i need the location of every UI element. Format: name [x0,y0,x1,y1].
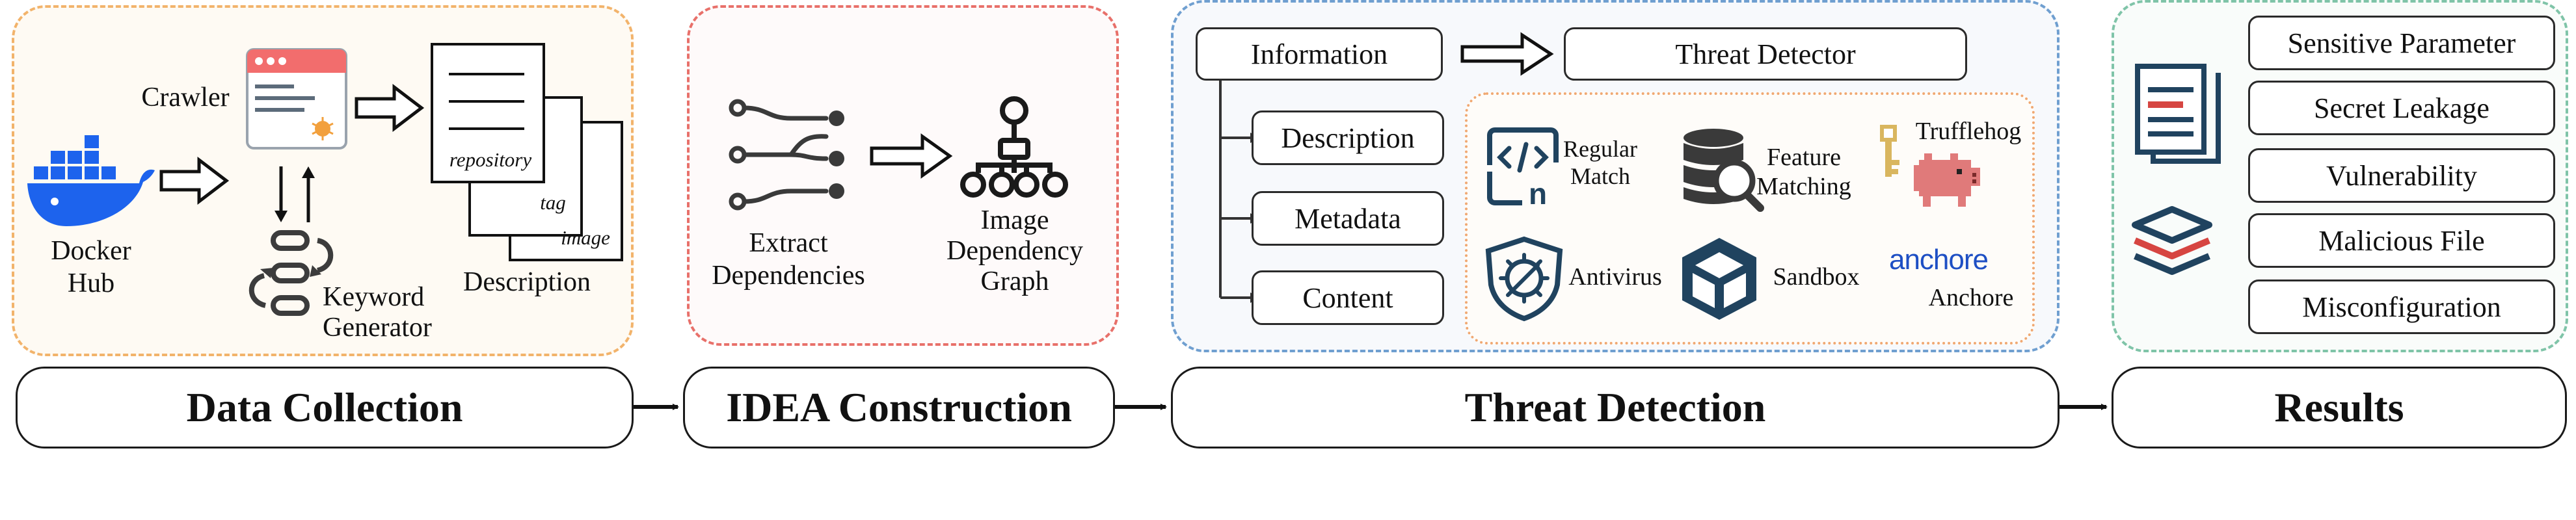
crawler-browser-icon [246,48,347,150]
feature-matching-label: Feature Matching [1756,144,1851,200]
antivirus-label: Antivirus [1568,263,1662,291]
regex-code-icon: n [1487,127,1559,211]
stage-threat-detection[interactable]: Threat Detection [1171,367,2059,448]
trufflehog-pig-icon [1880,125,1980,207]
image-dependency-graph-label: Image Dependency Graph [946,205,1083,297]
anchore-label: Anchore [1928,284,2014,311]
antivirus-shield-icon [1485,236,1563,322]
doc-label-image: image [561,226,610,249]
anchore-logo: anchore [1888,244,1989,276]
crawler-keyword-arrows [275,166,315,222]
regular-match-label: Regular Match [1563,136,1637,190]
doc-label-repository: repository [449,148,532,171]
hollow-arrow-icon [1460,32,1554,76]
result-item-secret-leakage[interactable]: Secret Leakage [2248,81,2555,135]
stage-data-collection[interactable]: Data Collection [16,367,634,448]
info-item-metadata[interactable]: Metadata [1252,191,1444,246]
result-item-malicious-file[interactable]: Malicious File [2248,213,2555,268]
result-item-misconfiguration[interactable]: Misconfiguration [2248,280,2555,334]
info-item-content[interactable]: Content [1252,270,1444,325]
database-search-icon [1684,129,1764,212]
dependency-graph-icon [960,96,1068,198]
crawler-label: Crawler [141,83,230,112]
trufflehog-label: Trufflehog [1915,118,2022,145]
info-item-description[interactable]: Description [1252,110,1444,165]
stage-idea-construction[interactable]: IDEA Construction [683,367,1115,448]
doc-label-tag: tag [540,191,566,214]
result-item-vulnerability[interactable]: Vulnerability [2248,148,2555,203]
sandbox-label: Sandbox [1773,263,1860,291]
extract-dependencies-icon [729,99,844,211]
keyword-generator-icon [248,230,334,316]
hollow-arrow-icon [355,83,425,133]
sandbox-cube-icon [1682,238,1756,320]
docker-hub-label: Docker Hub [51,236,131,298]
threat-detector-box[interactable]: Threat Detector [1564,27,1967,81]
information-box[interactable]: Information [1196,27,1443,81]
hollow-arrow-icon [870,133,953,179]
result-item-sensitive-parameter[interactable]: Sensitive Parameter [2248,16,2555,70]
keyword-generator-label: Keyword Generator [323,282,432,343]
docker-whale-icon [27,135,155,226]
extract-dependencies-label: Extract Dependencies [712,228,865,291]
document-stack-icon [431,43,623,261]
svg-text:n: n [1529,177,1547,211]
stacked-layers-icon [2132,206,2212,275]
report-document-icon [2135,64,2221,164]
stage-results[interactable]: Results [2112,367,2567,448]
description-label: Description [463,267,591,297]
hollow-arrow-icon [159,156,230,205]
